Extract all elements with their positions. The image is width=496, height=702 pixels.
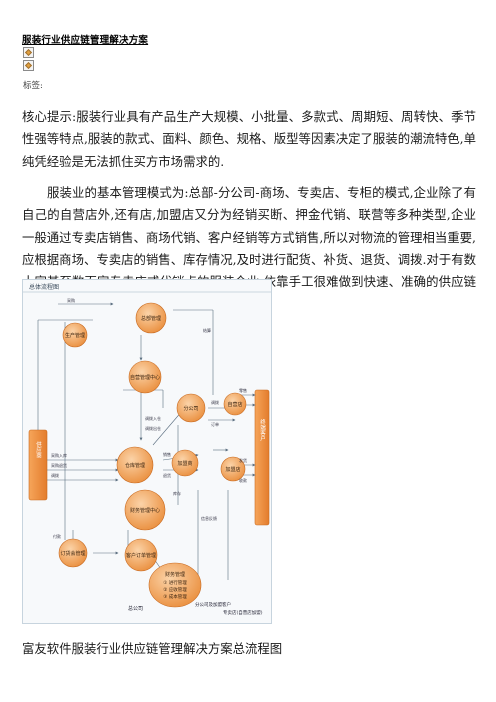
svg-text:分公司: 分公司 [183,405,198,412]
svg-text:调拨: 调拨 [211,399,219,405]
svg-text:自营管理中心: 自营管理中心 [130,374,160,381]
svg-text:订单: 订单 [211,421,219,427]
svg-text:结算: 结算 [203,327,211,333]
svg-text:付款: 付款 [53,533,61,539]
consumer-label: 终端客户 [259,418,266,443]
node-warehouse [116,446,154,484]
svg-text:② 应收管理: ② 应收管理 [163,586,187,593]
flowchart-figure: 总体流程图 供应商 终端客户 [22,279,272,624]
figure-caption: 富友软件服装行业供应链管理解决方案总流程图 [22,641,283,656]
supplier-label: 供应商 [35,441,42,460]
summary-paragraph: 核心提示:服装行业具有产品生产大规模、小批量、多款式、周期短、周转快、季节性强等… [22,109,476,169]
tag-icon [23,47,34,58]
consumer-bar [254,389,270,526]
svg-text:调拨: 调拨 [51,472,59,478]
node-hq-finance [148,562,202,608]
svg-text:财务管理中心: 财务管理中心 [130,507,160,514]
svg-text:总部管理: 总部管理 [141,315,161,322]
store-bottom-label: 专卖店(自营店加盟) [223,609,263,616]
svg-text:采购退货: 采购退货 [51,462,67,468]
node-retail-center [128,360,162,394]
node-franchise-store [220,456,246,482]
hq-label: 总公司 [128,605,143,612]
svg-text:销售: 销售 [163,451,171,457]
node-franchise-mgmt [171,449,199,477]
svg-text:① 进行管理: ① 进行管理 [163,579,187,586]
svg-text:财务管理: 财务管理 [165,571,185,578]
svg-text:发货: 发货 [239,457,247,463]
diagram-header: 总体流程图 [29,283,59,291]
supplier-bar [28,429,48,501]
svg-text:加盟商: 加盟商 [177,460,192,467]
svg-text:加盟店: 加盟店 [225,466,240,473]
node-purchase [135,302,167,334]
svg-text:订货会管理: 订货会管理 [60,550,85,557]
svg-text:采购: 采购 [67,297,75,303]
svg-text:采购入库: 采购入库 [51,452,67,458]
svg-text:仓库管理: 仓库管理 [125,462,145,469]
svg-text:③ 成本管理: ③ 成本管理 [163,593,187,600]
body-paragraph: 服装业的基本管理模式为:总部-分公司-商场、专卖店、专柜的模式,企业除了有自己的… [22,185,476,311]
node-branch [176,393,206,423]
svg-text:信息反馈: 信息反馈 [201,515,217,521]
branch-bottom-label: 分公司及加盟客户 [195,601,231,608]
document-title[interactable]: 服装行业供应链管理解决方案 [22,35,149,46]
node-order-fair [58,538,88,568]
node-production [62,322,88,348]
tags-label: 标签: [23,81,43,91]
svg-text:库存: 库存 [173,490,181,496]
svg-text:生产管理: 生产管理 [65,332,85,339]
svg-text:调拨出仓: 调拨出仓 [145,425,161,431]
svg-text:客户订单管理: 客户订单管理 [126,552,156,559]
svg-text:零售: 零售 [239,387,247,393]
node-client-order [124,538,158,572]
svg-text:调拨入仓: 调拨入仓 [145,415,161,421]
svg-text:自营店: 自营店 [227,401,242,408]
node-finance [124,489,166,531]
svg-text:收款: 收款 [239,477,247,483]
tag-icon [23,60,34,71]
flowchart: 总体流程图 供应商 终端客户 [23,283,271,616]
node-self-store [223,392,247,416]
svg-text:退货: 退货 [163,472,171,478]
